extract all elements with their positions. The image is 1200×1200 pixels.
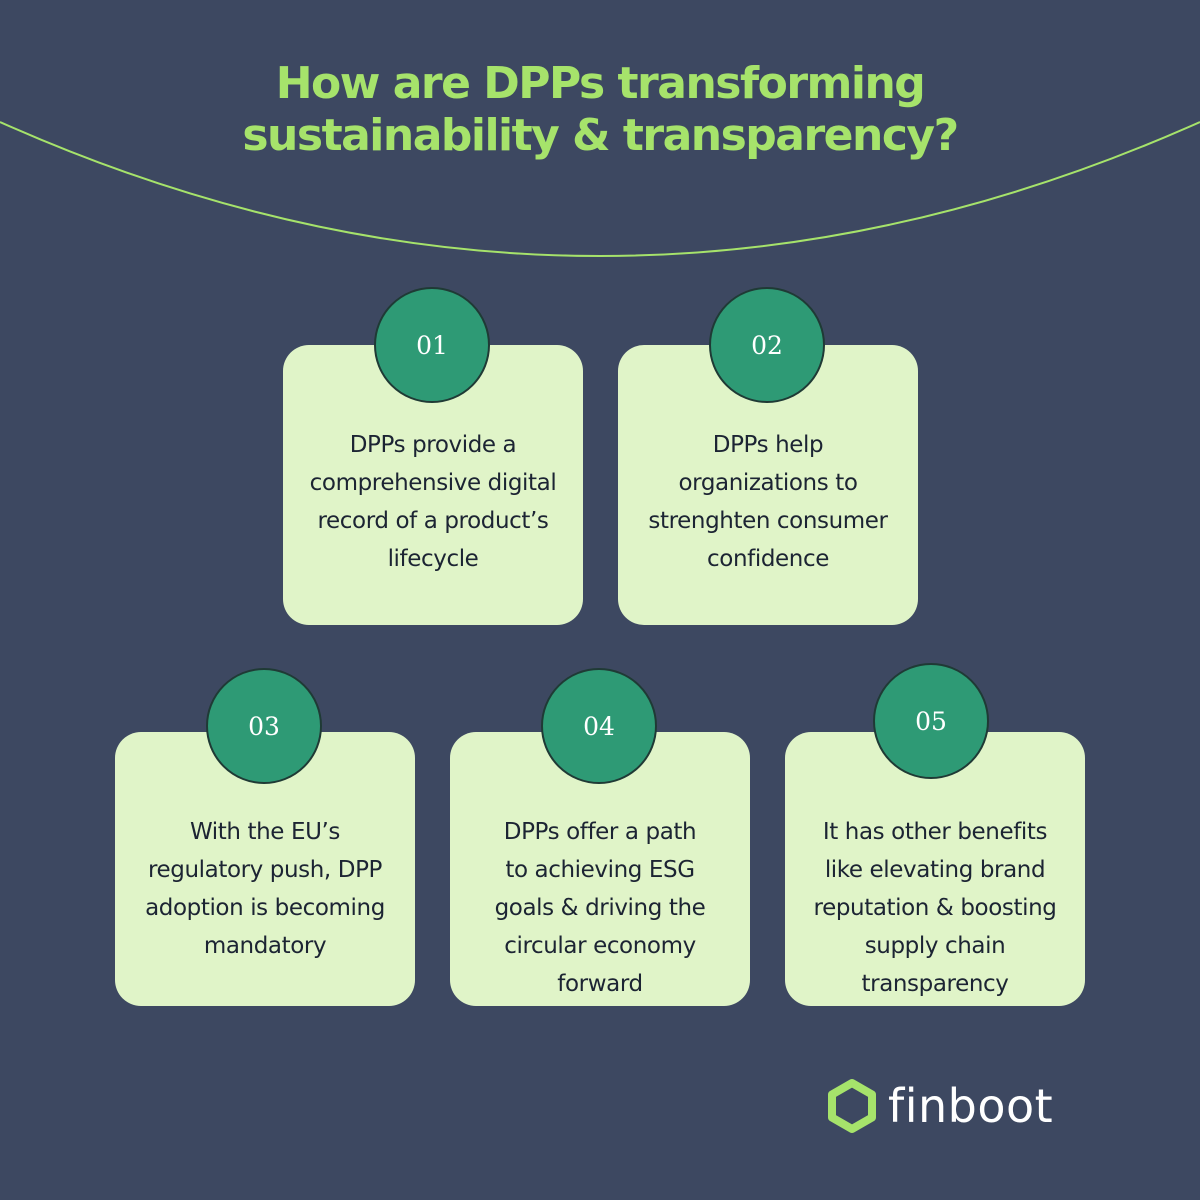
card-text-line: organizations to [678, 470, 858, 496]
card-text-line: like elevating brand [824, 857, 1046, 883]
card-text-line: confidence [707, 546, 829, 572]
page-title: How are DPPs transforming sustainability… [0, 58, 1200, 162]
card-text-line: DPPs provide a [349, 432, 517, 458]
card-03-text: With the EU’s regulatory push, DPP adopt… [115, 813, 415, 965]
card-text-line: lifecycle [387, 546, 479, 572]
title-line-1: How are DPPs transforming [275, 58, 926, 109]
card-text-line: comprehensive digital [309, 470, 557, 496]
card-text-line: goals & driving the [494, 895, 706, 921]
card-text-line: supply chain [864, 933, 1006, 959]
card-text-line: It has other benefits [822, 819, 1048, 845]
decorative-arc [0, 121, 1200, 257]
card-01-text: DPPs provide a comprehensive digital rec… [283, 426, 583, 578]
logo-text: finboot [888, 1079, 1054, 1133]
finboot-logo: finboot [826, 1074, 1053, 1138]
card-text-line: regulatory push, DPP [147, 857, 383, 883]
card-text-line: DPPs help [712, 432, 824, 458]
card-text-line: mandatory [203, 933, 327, 959]
card-text-line: record of a product’s [317, 508, 549, 534]
number-badge-04: 04 [541, 668, 657, 784]
title-line-2: sustainability & transparency? [242, 110, 959, 161]
card-05-text: It has other benefits like elevating bra… [785, 813, 1085, 1003]
card-text-line: With the EU’s [189, 819, 341, 845]
card-04-text: DPPs offer a path to achieving ESG goals… [450, 813, 750, 1003]
number-badge-03: 03 [206, 668, 322, 784]
card-text-line: forward [557, 971, 643, 997]
card-text-line: transparency [861, 971, 1009, 997]
hexagon-logo-icon [828, 1079, 876, 1133]
card-text-line: adoption is becoming [145, 895, 385, 921]
card-text-line: to achieving ESG [505, 857, 695, 883]
number-badge-01: 01 [374, 287, 490, 403]
card-text-line: circular economy [504, 933, 696, 959]
card-text-line: DPPs offer a path [503, 819, 697, 845]
number-badge-02: 02 [709, 287, 825, 403]
number-badge-05: 05 [873, 663, 989, 779]
card-text-line: strenghten consumer [648, 508, 888, 534]
card-02-text: DPPs help organizations to strenghten co… [618, 426, 918, 578]
card-text-line: reputation & boosting [813, 895, 1057, 921]
